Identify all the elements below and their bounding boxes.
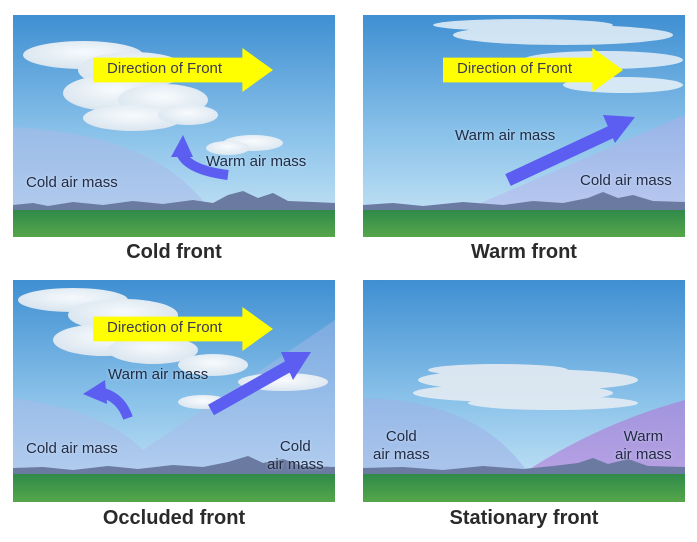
warm-air-rising-arrow — [505, 126, 614, 186]
warm-air-mass-label: Warm air mass — [108, 366, 209, 383]
occluded-front-caption: Occluded front — [102, 507, 246, 529]
ground — [363, 474, 685, 502]
stationary-front-caption: Stationary front — [449, 507, 599, 529]
warm-front-caption: Warm front — [471, 241, 577, 263]
direction-label: Direction of Front — [107, 60, 223, 77]
cold-front-scene — [13, 15, 335, 237]
warm-air-mass-label: Warm air mass — [206, 153, 307, 170]
cold-front-panel: Direction of Front Warm air mass Cold ai… — [13, 15, 335, 237]
warm-air-mass-label: Warm air mass — [615, 428, 672, 464]
cold-air-mass-left-label: Cold air mass — [26, 440, 118, 457]
warm-air-mass-region — [453, 115, 685, 215]
cold-air-mass-line-1: Cold — [385, 428, 417, 445]
warm-air-mass-line-1: Warm — [623, 428, 664, 445]
direction-of-front-arrow: Direction of Front — [93, 307, 273, 351]
cumulonimbus-cloud — [23, 41, 283, 155]
warm-front-panel: Direction of Front Warm air mass Cold ai… — [363, 15, 685, 237]
occluded-front-scene — [13, 280, 335, 502]
warm-air-mass-line-2: air mass — [615, 446, 672, 463]
cold-air-mass-left-region — [13, 398, 143, 480]
stationary-front-scene — [363, 280, 685, 502]
cold-air-mass-right-line-2: air mass — [267, 456, 324, 473]
mountain-ridge — [363, 192, 685, 215]
warm-air-lifted-arrow — [208, 360, 292, 416]
cold-air-mass-line-2: air mass — [373, 446, 430, 463]
mountain-ridge — [13, 191, 335, 215]
direction-of-front-arrow: Direction of Front — [93, 48, 273, 92]
direction-label: Direction of Front — [457, 60, 573, 77]
cirrus-clouds — [433, 19, 683, 93]
cold-air-mass-region — [13, 127, 213, 215]
ground — [13, 210, 335, 237]
cold-air-mass-label: Cold air mass — [26, 174, 118, 191]
warm-air-mass-region — [513, 400, 685, 480]
direction-of-front-arrow: Direction of Front — [443, 48, 623, 92]
occluded-front-panel: Direction of Front Warm air mass Cold ai… — [13, 280, 335, 502]
cold-air-mass-right-region — [13, 320, 335, 480]
warm-air-mass-label: Warm air mass — [455, 127, 556, 144]
cold-air-mass-label: Cold air mass — [373, 428, 430, 464]
cold-air-mass-right-label: Cold air mass — [267, 438, 324, 474]
stationary-front-panel: Cold air mass Warm air mass — [363, 280, 685, 502]
warm-front-scene — [363, 15, 685, 237]
cold-front-caption: Cold front — [126, 241, 222, 263]
cold-air-mass-label: Cold air mass — [580, 172, 672, 189]
cold-air-mass-region — [363, 398, 533, 480]
ground — [363, 210, 685, 237]
cold-air-mass-right-line-1: Cold — [279, 438, 311, 455]
direction-label: Direction of Front — [107, 319, 223, 336]
stratus-cloud — [413, 364, 638, 410]
ground — [13, 474, 335, 502]
